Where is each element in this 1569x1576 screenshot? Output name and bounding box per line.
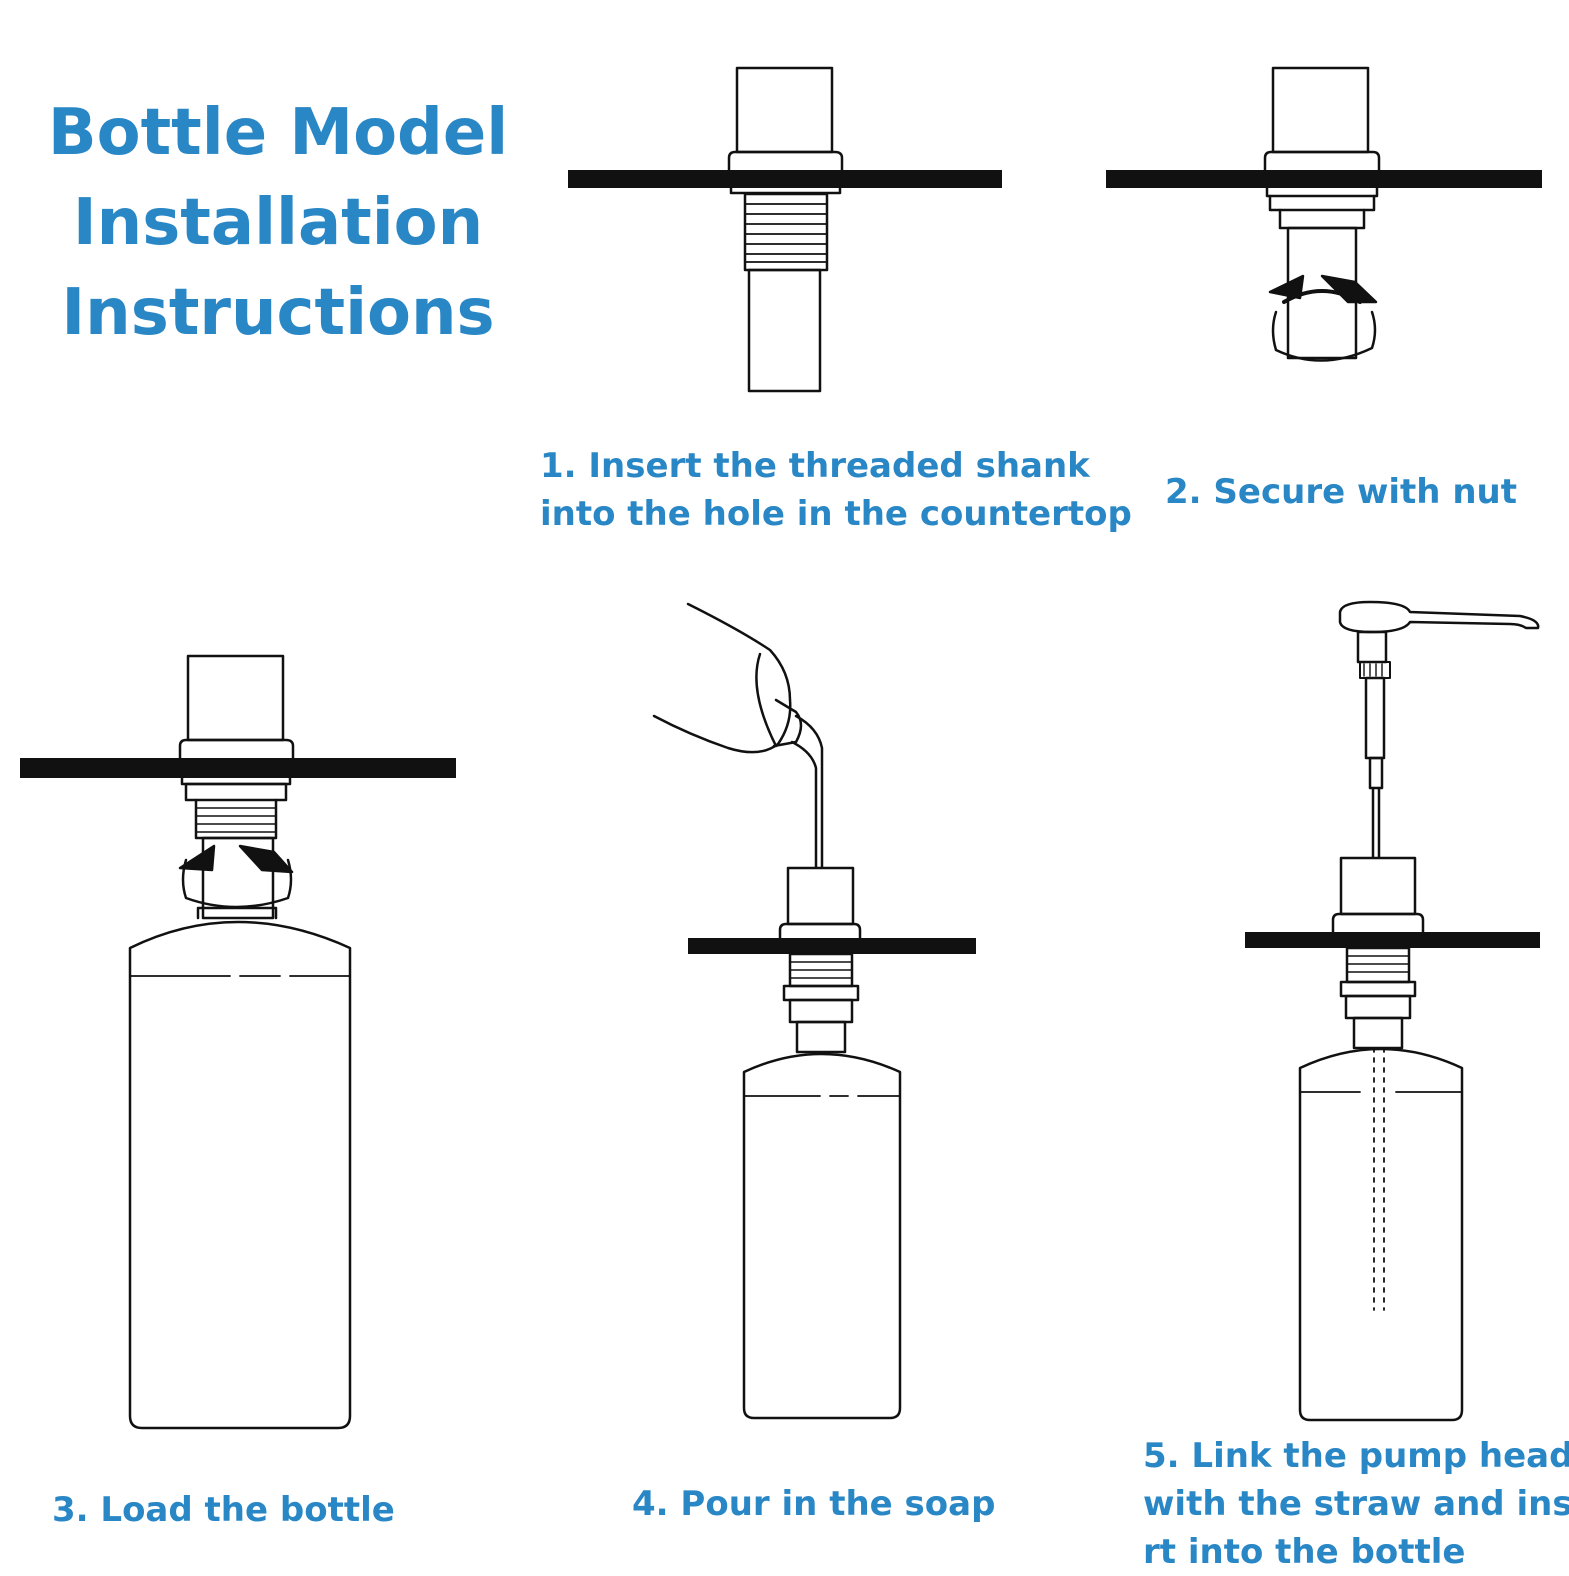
rotate-arrow-icon (180, 846, 214, 870)
step-3-line-1: 3. Load the bottle (52, 1490, 395, 1530)
step-1-illustration (568, 68, 1002, 391)
instructions-title: Bottle Model Installation Instructions (18, 88, 538, 358)
step-3-illustration (20, 656, 456, 1428)
countertop (1106, 170, 1542, 188)
countertop (688, 938, 976, 954)
step-4-caption: 4. Pour in the soap (632, 1480, 995, 1528)
step-1-line-2: into the hole in the countertop (540, 494, 1132, 534)
step-5-line-1: 5. Link the pump head (1143, 1436, 1569, 1476)
step-5-illustration (1245, 602, 1540, 1420)
rotate-arrow-icon (240, 846, 292, 872)
step-1-caption: 1. Insert the threaded shank into the ho… (540, 442, 1132, 538)
rotate-arrow-icon (1322, 276, 1376, 302)
title-line-1: Bottle Model (47, 96, 509, 170)
step-5-caption: 5. Link the pump head with the straw and… (1143, 1432, 1569, 1576)
step-2-illustration (1106, 68, 1542, 361)
countertop (1245, 932, 1540, 948)
title-line-3: Instructions (61, 276, 495, 350)
step-4-line-1: 4. Pour in the soap (632, 1484, 996, 1524)
step-2-line-1: 2. Secure with nut (1165, 472, 1518, 512)
step-5-line-3: rt into the bottle (1143, 1532, 1466, 1572)
step-4-illustration (654, 604, 976, 1418)
countertop (20, 758, 456, 778)
step-2-caption: 2. Secure with nut (1165, 468, 1517, 516)
step-3-caption: 3. Load the bottle (52, 1486, 395, 1534)
step-1-line-1: 1. Insert the threaded shank (540, 446, 1090, 486)
rotate-arrow-icon (1270, 276, 1303, 298)
straw (1374, 1048, 1384, 1310)
step-5-line-2: with the straw and inse (1143, 1484, 1569, 1524)
countertop (568, 170, 1002, 188)
title-line-2: Installation (72, 186, 484, 260)
